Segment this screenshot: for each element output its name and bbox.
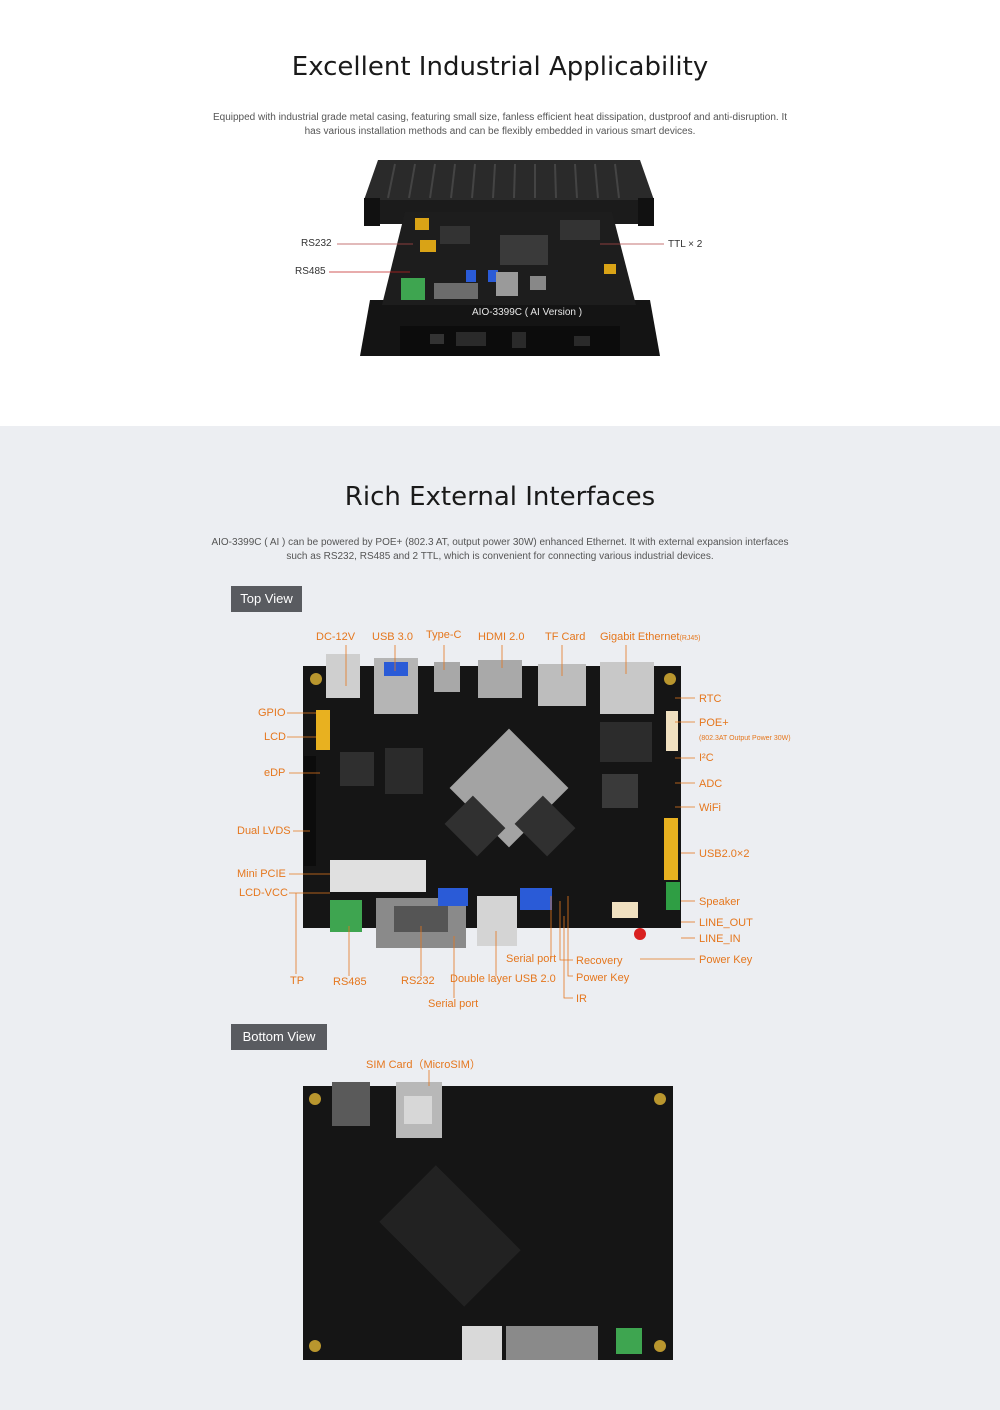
label-rs485: RS485: [333, 976, 367, 988]
label-tp: TP: [290, 975, 305, 987]
label-power-key-left: Power Key: [576, 972, 630, 984]
section-interfaces: Rich External Interfaces AIO-3399C ( AI …: [0, 426, 1000, 1410]
label-speaker: Speaker: [699, 896, 740, 908]
label-gigabit: Gigabit Ethernet(RJ45): [600, 631, 701, 643]
top-view-board: [287, 645, 695, 1360]
label-mini-pcie: Mini PCIE: [237, 868, 286, 880]
label-i2c: I²C: [699, 752, 714, 764]
label-usb20x2: USB2.0×2: [699, 848, 750, 860]
board-model-label: AIO-3399C ( AI Version ): [472, 307, 583, 318]
label-line-out: LINE_OUT: [699, 917, 753, 929]
label-lcd-vcc: LCD-VCC: [239, 887, 288, 899]
section-title: Rich External Interfaces: [344, 482, 656, 512]
rs232-callout: RS232: [301, 238, 332, 249]
label-recovery: Recovery: [576, 955, 623, 967]
hdmi-port: [478, 660, 522, 698]
label-lcd: LCD: [264, 731, 287, 743]
enclosure-illustration: [329, 160, 664, 356]
enclosure-base: [360, 300, 660, 356]
label-adc: ADC: [699, 778, 723, 790]
label-gpio: GPIO: [258, 707, 286, 719]
ttl-callout: TTL × 2: [668, 239, 703, 250]
label-gigabit-text: Gigabit Ethernet: [600, 631, 680, 643]
callout-lines: [329, 243, 664, 273]
label-dc12v: DC-12V: [316, 631, 356, 643]
rs485-callout: RS485: [295, 266, 326, 277]
label-hdmi: HDMI 2.0: [478, 631, 525, 643]
typec-port: [434, 662, 460, 692]
label-poe-sub-text: (802.3AT Output Power 30W): [699, 735, 791, 742]
label-serial-port-lower: Serial port: [428, 998, 479, 1010]
top-view-tag: Top View: [231, 586, 302, 612]
label-rtc: RTC: [699, 693, 722, 705]
section-description-line1: Equipped with industrial grade metal cas…: [212, 112, 788, 123]
label-tfcard: TF Card: [545, 631, 586, 643]
label-gigabit-sub: (RJ45): [679, 635, 701, 642]
top-leader-lines: [287, 645, 695, 999]
label-line-in: LINE_IN: [699, 933, 741, 945]
section-title: Excellent Industrial Applicability: [291, 52, 709, 82]
label-poe: POE+: [699, 717, 729, 729]
label-rs232: RS232: [401, 975, 435, 987]
label-sim-card: SIM Card（MicroSIM）: [366, 1059, 481, 1071]
section-industrial: Excellent Industrial Applicability Equip…: [0, 0, 1000, 426]
label-ir: IR: [576, 993, 587, 1005]
label-wifi: WiFi: [699, 802, 721, 814]
dc-jack: [326, 654, 360, 698]
label-edp: eDP: [264, 767, 286, 779]
section-description-line2: has various installation methods and can…: [304, 126, 696, 137]
label-usb30: USB 3.0: [372, 631, 413, 643]
label-double-usb: Double layer USB 2.0: [450, 973, 556, 985]
pcb-board: [382, 212, 636, 305]
label-dual-lvds: Dual LVDS: [237, 825, 291, 837]
section-description-line2: such as RS232, RS485 and 2 TTL, which is…: [286, 551, 714, 562]
section-description-line1: AIO-3399C ( AI ) can be powered by POE+ …: [211, 537, 789, 548]
label-poe-sub: (802.3AT Output Power 30W): [699, 731, 791, 743]
label-typec: Type-C: [426, 629, 462, 641]
bottom-view-tag: Bottom View: [231, 1024, 327, 1050]
label-serial-port-upper: Serial port: [506, 953, 557, 965]
rj45-port: [600, 662, 654, 714]
label-power-key-right: Power Key: [699, 954, 753, 966]
